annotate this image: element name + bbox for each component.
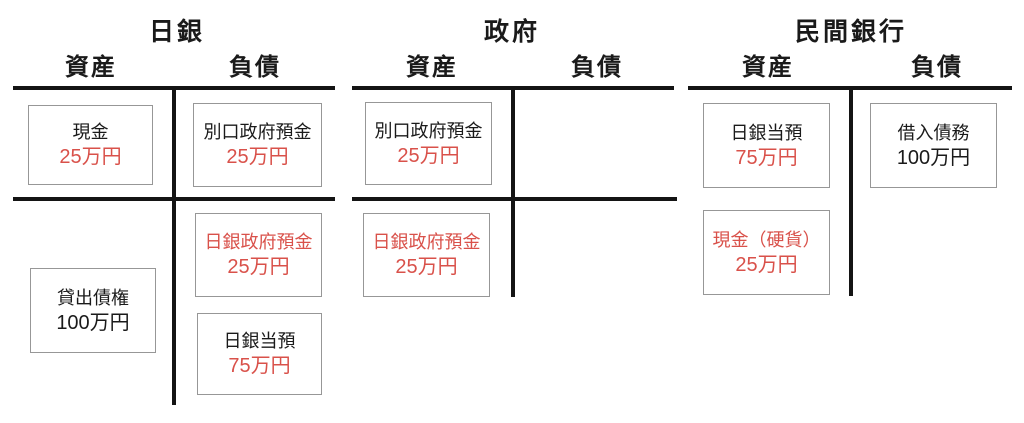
box-label: 別口政府預金: [203, 122, 312, 142]
box-value: 25万円: [395, 256, 458, 278]
box-label: 日銀当預: [730, 122, 803, 143]
private-bank-assets-header: 資産: [742, 54, 794, 81]
box-label: 借入債務: [897, 122, 970, 143]
box-label: 別口政府預金: [374, 120, 483, 141]
section-title-private-bank: 民間銀行: [794, 18, 907, 46]
box-label: 貸出債権: [57, 287, 129, 308]
government-liabilities-header: 負債: [571, 54, 623, 81]
box-value: 100万円: [896, 146, 971, 169]
boj-t-account-divider-line: [172, 86, 176, 405]
box-value: 25万円: [227, 256, 290, 278]
private-bank-t-account-divider-line: [849, 86, 853, 296]
box-value: 25万円: [59, 146, 122, 168]
box-gov-boj-gov-deposit: 日銀政府預金 25万円: [363, 213, 490, 297]
box-label: 現金: [72, 122, 109, 142]
section-title-government: 政府: [483, 18, 540, 46]
box-boj-gov-deposit: 日銀政府預金 25万円: [195, 213, 322, 297]
box-label: 日銀当預: [223, 331, 296, 351]
box-bank-borrowed-debt: 借入債務 100万円: [870, 103, 997, 188]
government-t-account-divider-line: [511, 86, 515, 297]
box-boj-cash: 現金 25万円: [28, 105, 153, 185]
box-boj-current-account: 日銀当預 75万円: [197, 313, 322, 395]
boj-liabilities-header: 負債: [229, 54, 281, 81]
box-value: 75万円: [228, 355, 291, 377]
section-title-boj: 日銀: [148, 18, 205, 46]
box-label: 現金（硬貨）: [712, 229, 821, 250]
government-assets-header: 資産: [406, 54, 458, 81]
private-bank-liabilities-header: 負債: [911, 54, 963, 81]
box-boj-separate-gov-deposit: 別口政府預金 25万円: [193, 103, 322, 187]
box-bank-cash-coins: 現金（硬貨） 25万円: [703, 210, 830, 295]
box-value: 25万円: [735, 253, 798, 276]
box-value: 100万円: [56, 311, 130, 334]
boj-assets-header: 資産: [65, 54, 117, 81]
box-value: 25万円: [397, 144, 460, 167]
box-boj-loan-claims: 貸出債権 100万円: [30, 268, 156, 353]
box-value: 25万円: [226, 146, 289, 168]
box-value: 75万円: [735, 146, 798, 169]
box-bank-boj-current-account: 日銀当預 75万円: [703, 103, 830, 188]
box-gov-separate-gov-deposit: 別口政府預金 25万円: [365, 102, 492, 185]
box-label: 日銀政府預金: [372, 232, 481, 252]
box-label: 日銀政府預金: [204, 232, 313, 252]
